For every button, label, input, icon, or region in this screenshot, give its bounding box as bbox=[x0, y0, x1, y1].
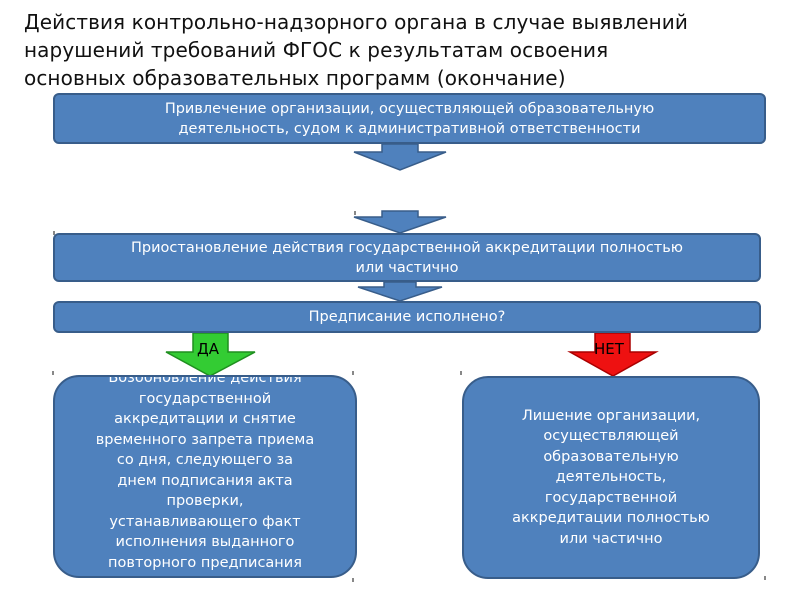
decision-text: Предписание исполнено? bbox=[308, 309, 506, 325]
outcome-text: государственной bbox=[138, 390, 272, 407]
outcome-text: аккредитации и снятие bbox=[114, 411, 296, 427]
tick-mark bbox=[52, 371, 54, 375]
tick-mark bbox=[352, 371, 354, 375]
outcome-text: или частично bbox=[559, 530, 663, 547]
step-box-suspension: Приостановление действия государственной… bbox=[53, 233, 761, 282]
outcome-text: днем подписания акта bbox=[117, 472, 293, 489]
title-line: основных образовательных программ (оконч… bbox=[24, 66, 566, 90]
outcome-text: деятельность, bbox=[555, 469, 667, 486]
title-line: нарушений требований ФГОС к результатам … bbox=[24, 38, 609, 62]
tick-mark bbox=[460, 371, 462, 375]
outcome-text: образовательную bbox=[543, 448, 679, 465]
down-arrow-2 bbox=[353, 210, 447, 234]
no-label: НЕТ bbox=[594, 340, 624, 358]
down-arrow-3 bbox=[357, 281, 443, 302]
down-arrow-1 bbox=[353, 143, 447, 171]
yes-label: ДА bbox=[197, 340, 219, 358]
step-box-liability: Привлечение организации, осуществляющей … bbox=[53, 93, 766, 144]
outcome-box-yes: Возобновление действия государственной а… bbox=[53, 375, 357, 578]
title-line: Действия контрольно-надзорного органа в … bbox=[24, 10, 688, 34]
outcome-text: временного запрета приема bbox=[95, 431, 315, 448]
step-text: Приостановление действия государственной… bbox=[131, 239, 683, 256]
outcome-text: проверки, bbox=[166, 493, 244, 509]
outcome-text: повторного предписания bbox=[108, 554, 302, 571]
no-arrow-shape bbox=[567, 332, 659, 377]
outcome-text: государственной bbox=[544, 489, 678, 506]
step-text: деятельность, судом к административной о… bbox=[178, 120, 641, 137]
tick-mark bbox=[53, 231, 55, 235]
yes-arrow-shape bbox=[165, 332, 256, 377]
outcome-text: осуществляющей bbox=[543, 428, 679, 445]
tick-mark bbox=[352, 578, 354, 582]
outcome-box-no: Лишение организации, осуществляющей обра… bbox=[462, 376, 760, 579]
step-text: Привлечение организации, осуществляющей … bbox=[164, 100, 655, 117]
page-title: Действия контрольно-надзорного органа в … bbox=[24, 8, 794, 92]
tick-mark bbox=[354, 211, 356, 215]
outcome-text: аккредитации полностью bbox=[512, 510, 710, 527]
outcome-text: со дня, следующего за bbox=[116, 452, 294, 468]
tick-mark bbox=[764, 576, 766, 580]
outcome-text: устанавливающего факт bbox=[109, 513, 301, 530]
step-text: или частично bbox=[355, 259, 459, 276]
decision-box: Предписание исполнено? bbox=[53, 301, 761, 333]
outcome-text: Лишение организации, bbox=[521, 407, 701, 424]
outcome-text: Возобновление действия bbox=[108, 375, 302, 386]
outcome-text: исполнения выданного bbox=[115, 534, 295, 550]
